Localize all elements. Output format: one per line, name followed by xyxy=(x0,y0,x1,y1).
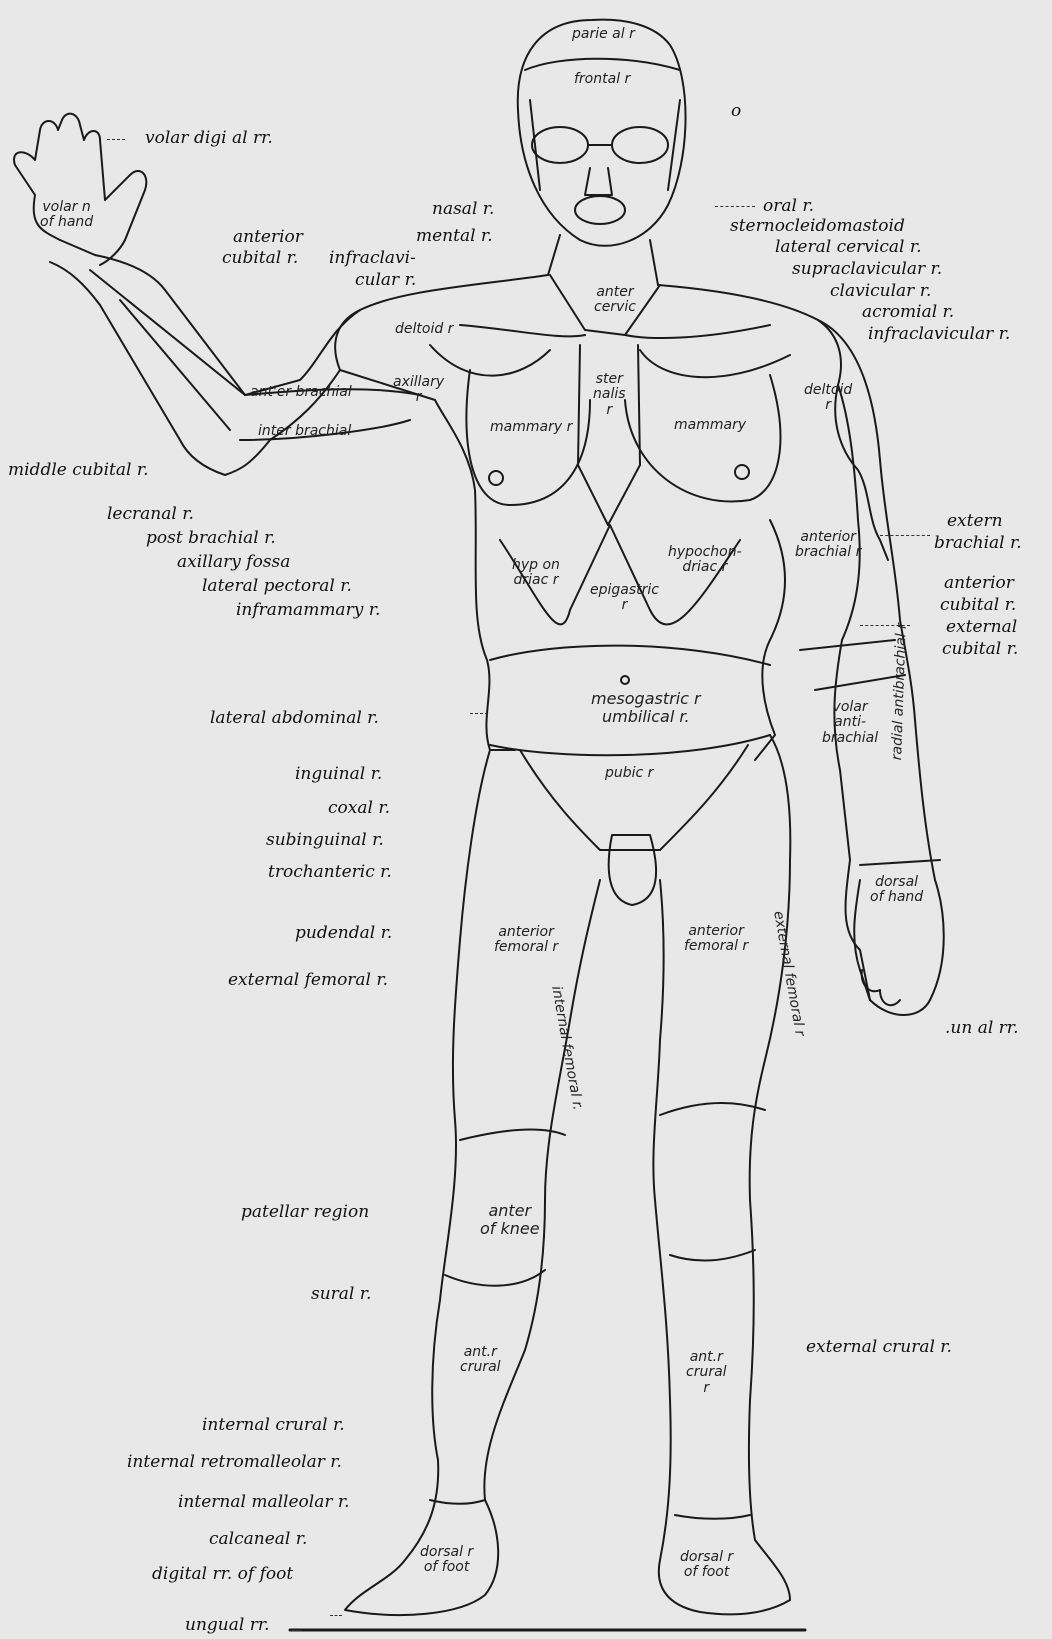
label-ungual-right: .un al rr. xyxy=(945,1020,1018,1037)
inside-mammary-right: mammary xyxy=(674,418,746,433)
genitals xyxy=(609,835,656,905)
inside-anterior-femoral-left: anterior femoral r xyxy=(494,925,558,956)
inside-anterior-femoral-right: anterior femoral r xyxy=(684,924,748,955)
label-volar-digital: volar digi al rr. xyxy=(145,130,273,147)
label-infraclavicular-left-2: cular r. xyxy=(355,272,416,289)
right-eye xyxy=(612,127,668,163)
label-subinguinal: subinguinal r. xyxy=(266,832,384,849)
label-inframammary: inframammary r. xyxy=(236,602,380,619)
label-internal-crural: internal crural r. xyxy=(202,1417,345,1434)
left-nipple xyxy=(489,471,503,485)
label-nasal: nasal r. xyxy=(432,201,494,218)
label-calcaneal: calcaneal r. xyxy=(209,1531,307,1548)
label-external-cubital-1: external xyxy=(946,619,1017,636)
label-post-brachial: post brachial r. xyxy=(146,530,276,547)
leader-volar-digital xyxy=(107,139,125,140)
left-eye xyxy=(532,127,588,163)
label-trochanteric: trochanteric r. xyxy=(268,864,392,881)
inside-hypochondriac-right: hypochon- driac r xyxy=(668,545,742,576)
right-nipple xyxy=(735,465,749,479)
inside-dorsal-foot-left: dorsal r of foot xyxy=(420,1545,473,1576)
collar-lines xyxy=(460,325,770,338)
ankle-lines xyxy=(430,1500,750,1519)
inside-frontal: frontal r xyxy=(574,72,630,87)
label-inguinal: inguinal r. xyxy=(295,766,382,783)
leader-oral xyxy=(715,206,755,207)
inside-volar-antibrachial: volar anti- brachial xyxy=(822,700,878,746)
label-external-crural: external crural r. xyxy=(806,1339,952,1356)
label-digital-foot: digital rr. of foot xyxy=(152,1566,293,1583)
label-pudendal: pudendal r. xyxy=(295,925,392,942)
inside-volar-hand: volar n of hand xyxy=(40,200,93,231)
knee-lines xyxy=(445,1103,765,1286)
label-coxal: coxal r. xyxy=(328,800,390,817)
label-oral: oral r. xyxy=(763,198,814,215)
label-anterior-cubital-left-1: anterior xyxy=(233,229,303,246)
label-ungual-foot: ungual rr. xyxy=(185,1617,270,1634)
label-anterior-cubital-right-2: cubital r. xyxy=(940,597,1016,614)
inside-parietal: parie al r xyxy=(572,27,635,42)
inside-anterior-cervical: anter cervic xyxy=(594,285,636,316)
right-leg-outline xyxy=(653,735,790,1614)
inside-epigastric: epigastric r xyxy=(590,583,659,614)
inside-hypochondriac-left: hyp on driac r xyxy=(512,558,560,589)
label-infraclavicular-left-1: infraclavi- xyxy=(329,250,416,267)
label-internal-malleolar: internal malleolar r. xyxy=(178,1494,350,1511)
label-patellar: patellar region xyxy=(241,1204,369,1221)
label-middle-cubital: middle cubital r. xyxy=(8,462,148,479)
inside-deltoid-right: deltoid r xyxy=(804,383,852,414)
label-extern-brachial-1: extern xyxy=(947,513,1003,530)
inside-anterior-crural-left: ant.r crural xyxy=(460,1345,501,1376)
leader-ungual-foot xyxy=(292,1630,302,1631)
inside-pubic: pubic r xyxy=(605,766,653,781)
inside-ant-brachial: ant'er brachial xyxy=(250,385,352,400)
inside-dorsal-hand: dorsal of hand xyxy=(870,875,923,906)
label-lateral-cervical: lateral cervical r. xyxy=(775,239,921,256)
label-anterior-cubital-left-2: cubital r. xyxy=(222,250,298,267)
inside-axillary: axillary r xyxy=(393,375,444,406)
inside-anterior-knee: anter of knee xyxy=(480,1202,540,1237)
label-external-femoral: external femoral r. xyxy=(228,972,388,989)
label-external-cubital-2: cubital r. xyxy=(942,641,1018,658)
inside-int-brachial: inter brachial xyxy=(258,424,351,439)
inside-anterior-crural-right: ant.r crural r xyxy=(686,1350,727,1396)
label-infraclavicular-right: infraclavicular r. xyxy=(868,326,1010,343)
inside-anterior-brachial: anterior brachial r xyxy=(795,530,861,561)
leader-lateral-abdominal xyxy=(470,713,488,714)
leader-extern-brachial xyxy=(880,535,930,536)
parietal-line xyxy=(525,59,680,70)
inside-sternal: ster nalis r xyxy=(593,372,626,418)
label-supraclavicular: supraclavicular r. xyxy=(792,261,942,278)
label-axillary-fossa: axillary fossa xyxy=(177,554,290,571)
label-mental: mental r. xyxy=(416,228,493,245)
neck xyxy=(548,235,658,285)
label-acromial: acromial r. xyxy=(862,304,954,321)
leader-digital-foot xyxy=(330,1615,342,1616)
label-internal-retromalleolar: internal retromalleolar r. xyxy=(127,1454,342,1471)
inside-deltoid-left: deltoid r xyxy=(395,322,453,337)
label-anterior-cubital-right-1: anterior xyxy=(944,575,1014,592)
label-lateral-pectoral: lateral pectoral r. xyxy=(202,578,352,595)
label-sternocleidomastoid: sternocleidomastoid xyxy=(730,218,905,235)
label-sural: sural r. xyxy=(311,1286,371,1303)
torso-outline xyxy=(335,275,548,750)
label-lateral-abdominal: lateral abdominal r. xyxy=(210,710,379,727)
inside-mammary-left: mammary r xyxy=(490,420,572,435)
label-top-mark: o xyxy=(731,103,741,120)
inside-dorsal-foot-right: dorsal r of foot xyxy=(680,1550,733,1581)
label-extern-brachial-2: brachial r. xyxy=(934,535,1022,552)
label-olecranal: lecranal r. xyxy=(107,506,194,523)
label-clavicular: clavicular r. xyxy=(830,283,931,300)
inside-mesogastric: mesogastric r umbilical r. xyxy=(591,690,701,725)
